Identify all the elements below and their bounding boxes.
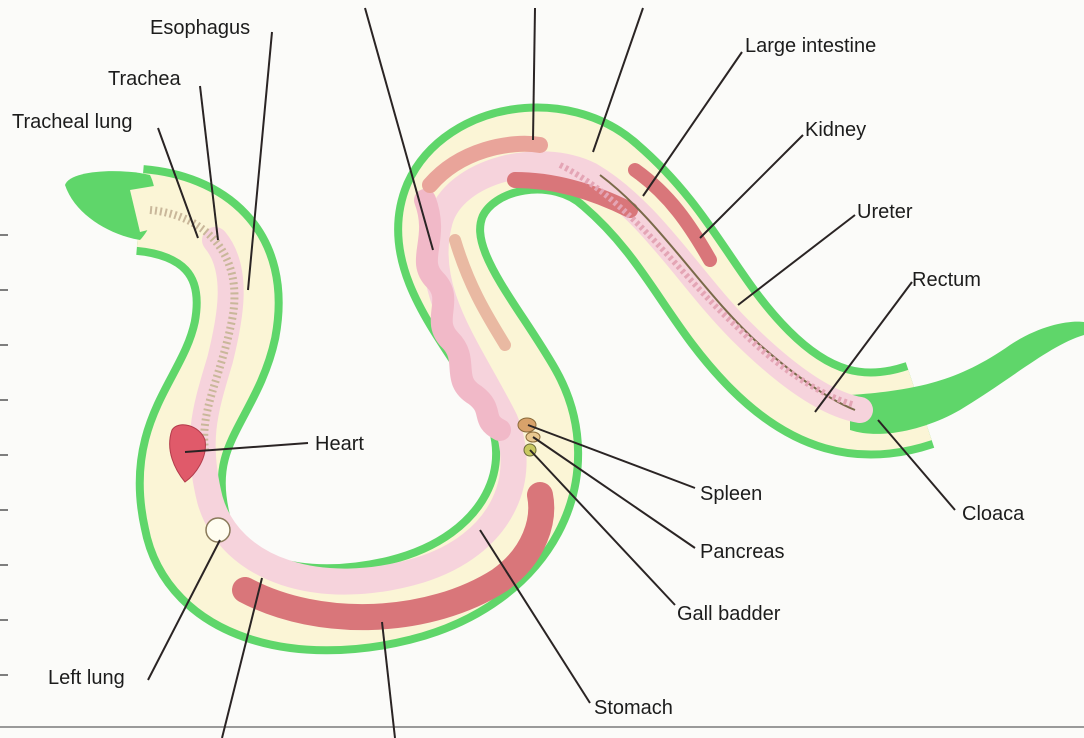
label-left-lung: Left lung bbox=[48, 667, 125, 689]
label-ureter: Ureter bbox=[857, 201, 913, 223]
label-stomach: Stomach bbox=[594, 697, 673, 719]
label-heart: Heart bbox=[315, 433, 364, 455]
label-cloaca: Cloaca bbox=[962, 503, 1025, 525]
label-pancreas: Pancreas bbox=[700, 541, 785, 563]
label-kidney: Kidney bbox=[805, 119, 866, 141]
left-lung-organ bbox=[206, 518, 230, 542]
label-large-intestine: Large intestine bbox=[745, 35, 876, 57]
label-gall-bladder: Gall badder bbox=[677, 603, 781, 625]
label-trachea: Trachea bbox=[108, 68, 182, 90]
label-spleen: Spleen bbox=[700, 483, 762, 505]
spleen-organ bbox=[518, 418, 536, 432]
label-rectum: Rectum bbox=[912, 269, 981, 291]
label-tracheal-lung: Tracheal lung bbox=[12, 111, 132, 133]
label-esophagus: Esophagus bbox=[150, 17, 250, 39]
